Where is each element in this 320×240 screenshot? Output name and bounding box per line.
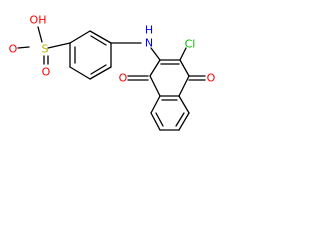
sulfonic-oh-label: OH [30,14,47,27]
sulfonyl-oxygen-upper-label: O [9,43,18,56]
bond [150,95,161,114]
bond [89,30,112,44]
benzo-ring [150,95,190,131]
atom-labels: OH S O O N H Cl O O [9,14,216,85]
amine-nitrogen-label: N [145,37,153,50]
amine-linkage [110,42,161,61]
bond [178,75,190,97]
chlorine-label: Cl [185,38,196,51]
bond [89,66,112,80]
bond [150,112,161,131]
bond [47,42,71,49]
quinone-ring [127,47,206,97]
bond [17,46,30,49]
bond [149,75,161,97]
bond [178,95,190,114]
sulfonic-acid-group [17,26,71,65]
bond [175,112,185,127]
molecule-drawing: OH S O O N H Cl O O [9,14,216,131]
bond [90,64,107,75]
sulfonyl-oxygen-lower-label: O [42,66,51,79]
bond [37,26,43,43]
bond [69,66,91,80]
bond [69,30,91,44]
benzene-ring [69,30,112,80]
carbonyl-oxygen-right-label: O [207,72,216,85]
bond [149,59,161,77]
carbonyl-oxygen-left-label: O [119,72,128,85]
sulfur-label: S [42,43,49,56]
bond [90,35,107,46]
bond [179,47,187,61]
structure-canvas: OH S O O N H Cl O O [8,13,216,131]
bond [150,47,161,61]
amine-hydrogen-label: H [145,24,153,37]
bond [179,59,190,77]
bond [178,112,190,131]
bond [155,112,164,127]
